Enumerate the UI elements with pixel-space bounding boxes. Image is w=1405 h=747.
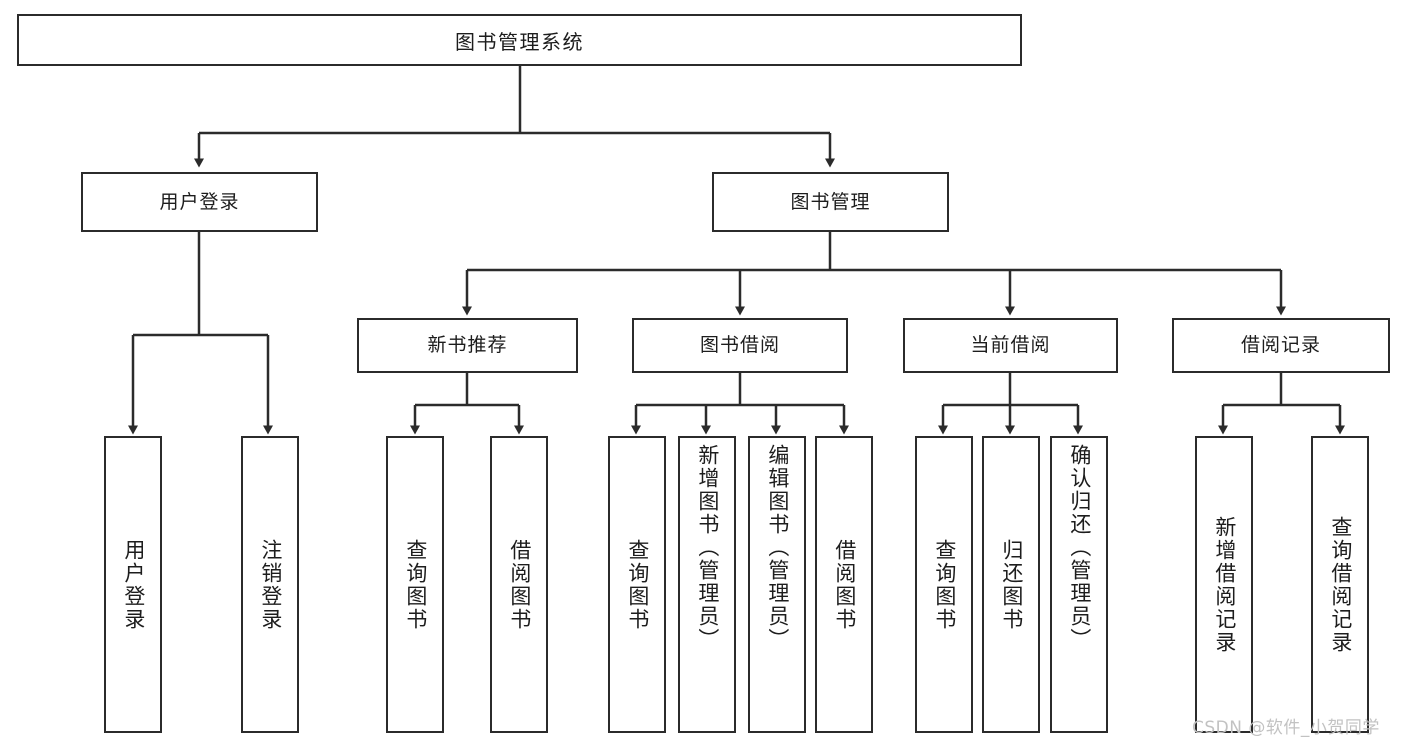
leaf-query-borrow-record[interactable]: 查询借阅记录: [1311, 436, 1369, 733]
leaf-label: 新增图书（管理员）: [695, 444, 720, 651]
leaf-borrow-book-recommend[interactable]: 借阅图书: [490, 436, 548, 733]
leaf-add-book-admin[interactable]: 新增图书（管理员）: [678, 436, 736, 733]
leaf-query-book-current[interactable]: 查询图书: [915, 436, 973, 733]
leaf-return-book[interactable]: 归还图书: [982, 436, 1040, 733]
node-new-book-recommend[interactable]: 新书推荐: [357, 318, 578, 373]
leaf-label: 归还图书: [999, 538, 1024, 631]
leaf-query-book-borrow[interactable]: 查询图书: [608, 436, 666, 733]
node-label: 图书管理: [790, 190, 871, 213]
leaf-label: 借阅图书: [507, 538, 532, 631]
leaf-edit-book-admin[interactable]: 编辑图书（管理员）: [748, 436, 806, 733]
node-book-borrow[interactable]: 图书借阅: [632, 318, 848, 373]
leaf-label: 编辑图书（管理员）: [765, 444, 790, 651]
leaf-label: 注销登录: [258, 538, 283, 631]
leaf-label: 查询图书: [625, 538, 650, 631]
node-borrow-records[interactable]: 借阅记录: [1172, 318, 1390, 373]
leaf-logout[interactable]: 注销登录: [241, 436, 299, 733]
node-book-management[interactable]: 图书管理: [712, 172, 949, 232]
node-root-system[interactable]: 图书管理系统: [17, 14, 1022, 66]
leaf-label: 查询图书: [403, 538, 428, 631]
node-label: 借阅记录: [1240, 334, 1321, 357]
leaf-user-login[interactable]: 用户登录: [104, 436, 162, 733]
node-label: 图书管理系统: [455, 29, 584, 54]
leaf-label: 查询借阅记录: [1328, 515, 1353, 654]
leaf-label: 新增借阅记录: [1212, 515, 1237, 654]
leaf-label: 用户登录: [121, 538, 146, 631]
node-label: 当前借阅: [970, 334, 1051, 357]
leaf-confirm-return-admin[interactable]: 确认归还（管理员）: [1050, 436, 1108, 733]
leaf-label: 借阅图书: [832, 538, 857, 631]
leaf-label: 确认归还（管理员）: [1067, 444, 1092, 651]
leaf-borrow-book[interactable]: 借阅图书: [815, 436, 873, 733]
node-current-borrow[interactable]: 当前借阅: [903, 318, 1118, 373]
node-label: 用户登录: [159, 190, 240, 213]
node-label: 新书推荐: [427, 334, 508, 357]
node-user-login[interactable]: 用户登录: [81, 172, 318, 232]
leaf-add-borrow-record[interactable]: 新增借阅记录: [1195, 436, 1253, 733]
watermark: CSDN @软件_小贺同学: [1192, 718, 1380, 738]
leaf-query-book-recommend[interactable]: 查询图书: [386, 436, 444, 733]
node-label: 图书借阅: [699, 334, 780, 357]
leaf-label: 查询图书: [932, 538, 957, 631]
